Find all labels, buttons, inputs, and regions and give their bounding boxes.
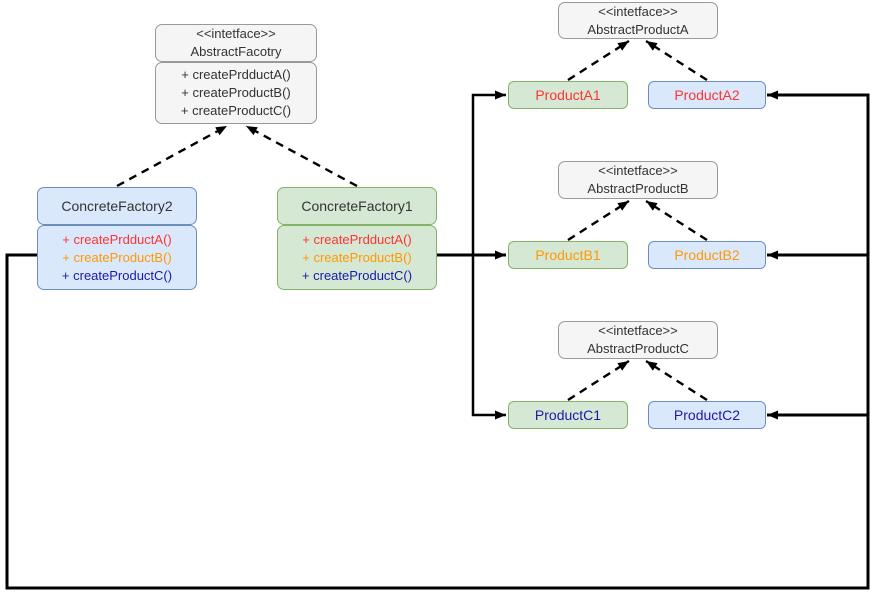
productC2-label: ProductC2 <box>673 407 741 423</box>
concrete-factory2-header: ConcreteFactory2 <box>37 187 197 225</box>
concrete-factory2-name: ConcreteFactory2 <box>61 198 173 214</box>
implements-productA1 <box>567 39 630 82</box>
connector-factory2-productA2 <box>5 90 870 590</box>
abstract-factory-method: + createProductB() <box>181 85 291 100</box>
productB2-label: ProductB2 <box>674 247 740 263</box>
productB1-node: ProductB1 <box>508 241 628 269</box>
abstract-productB-interface: <<intetface>> AbstractProductB <box>558 161 718 199</box>
concrete-factory2-method-a: + createPrdductA() <box>62 231 172 247</box>
abstract-productA-name: AbstractProductA <box>587 21 689 37</box>
concrete-factory2-method-b: + createProductB() <box>62 249 172 265</box>
productC2-node: ProductC2 <box>648 401 766 429</box>
abstract-factory-name: AbstractFacotry <box>190 44 282 59</box>
concrete-factory2-methods: + createPrdductA() + createProductB() + … <box>37 225 197 290</box>
connector-factory1-productC1 <box>471 255 506 420</box>
abstract-productB-name: AbstractProductB <box>587 181 689 196</box>
productA1-node: ProductA1 <box>508 81 628 109</box>
abstract-factory-methods: + createPrdductA() + createProductB() + … <box>155 62 317 124</box>
implements-factory2-abstractfactory <box>116 124 228 188</box>
productC1-node: ProductC1 <box>508 401 628 429</box>
implements-productC1 <box>567 359 630 402</box>
productA2-node: ProductA2 <box>648 81 766 109</box>
abstract-productB-stereotype: <<intetface>> <box>598 163 678 178</box>
abstract-factory-stereotype: <<intetface>> <box>196 26 276 41</box>
abstract-productA-stereotype: <<intetface>> <box>598 3 678 19</box>
implements-productB1 <box>567 199 630 242</box>
connector-factory1-productA1 <box>471 90 506 255</box>
concrete-factory1-method-b: + createProductB() <box>302 249 412 265</box>
abstract-productA-interface: <<intetface>> AbstractProductA <box>558 2 718 39</box>
concrete-factory1-header: ConcreteFactory1 <box>277 187 437 225</box>
concrete-factory1-name: ConcreteFactory1 <box>301 198 413 214</box>
abstract-factory-method: + createProductC() <box>180 103 292 118</box>
abstract-factory-method: + createPrdductA() <box>181 67 291 82</box>
concrete-factory1-method-c: + createProductC() <box>301 267 413 283</box>
implements-productC2 <box>645 359 708 402</box>
concrete-factory1-methods: + createPrdductA() + createProductB() + … <box>277 225 437 290</box>
productA1-label: ProductA1 <box>535 87 601 103</box>
concrete-factory1-method-a: + createPrdductA() <box>302 231 412 247</box>
concrete-factory2-method-c: + createProductC() <box>61 267 173 283</box>
productC1-label: ProductC1 <box>534 407 602 423</box>
abstract-productC-interface: <<intetface>> AbstractProductC <box>558 321 718 359</box>
productA2-label: ProductA2 <box>674 87 740 103</box>
productB1-label: ProductB1 <box>535 247 601 263</box>
productB2-node: ProductB2 <box>648 241 766 269</box>
abstract-productC-name: AbstractProductC <box>587 341 689 356</box>
implements-factory1-abstractfactory <box>245 124 358 188</box>
implements-productA2 <box>645 39 708 82</box>
abstract-productC-stereotype: <<intetface>> <box>598 323 678 338</box>
implements-productB2 <box>645 199 708 242</box>
abstract-factory-header: <<intetface>> AbstractFacotry <box>155 24 317 62</box>
